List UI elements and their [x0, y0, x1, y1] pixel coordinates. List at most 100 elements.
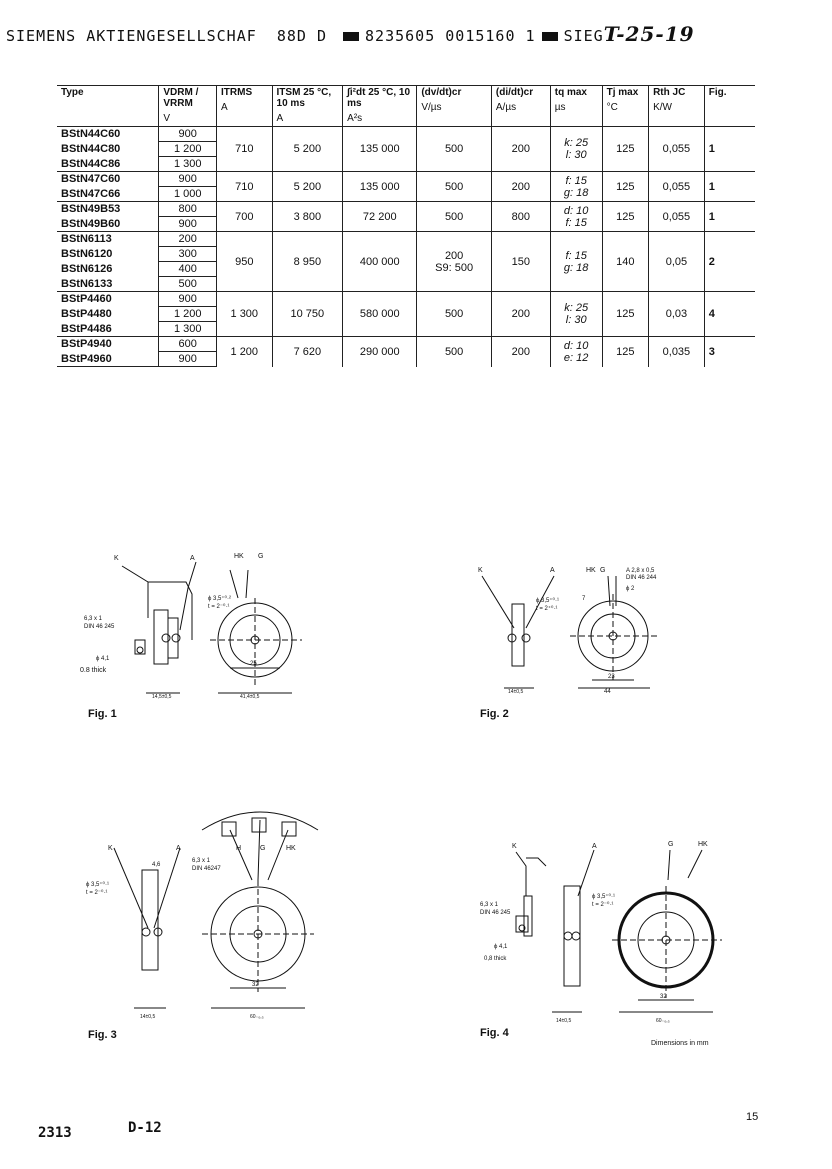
figure-ref-cell: 1	[703, 201, 755, 232]
rth-cell: 0,05	[648, 231, 705, 292]
rth-cell: 0,055	[648, 201, 705, 232]
fig1-din: DIN 46 245	[84, 624, 115, 630]
thyristor-side-body	[153, 609, 169, 665]
rth-cell: 0,035	[648, 336, 705, 367]
dvdt-cell: 500	[416, 201, 492, 232]
tq-value: l: 30	[565, 149, 587, 161]
voltage-cell: 300	[158, 246, 218, 262]
voltage-cell: 400	[158, 261, 218, 277]
figure-3-drawing: K A H G HK 6,3 x 1 DIN 46247 ϕ 3,5⁺⁰·¹ t…	[86, 811, 319, 1020]
fig3-d2: 14±0,5	[140, 1014, 155, 1020]
fig3-d3: 60₋₀,₃	[250, 1014, 264, 1020]
fig2-caption: Fig. 2	[480, 708, 509, 720]
voltage-cell: 500	[158, 276, 218, 292]
voltage-cell: 900	[158, 171, 218, 187]
itsm-cell: 3 800	[271, 201, 343, 232]
tj-cell: 125	[601, 291, 649, 337]
fig2-label-g: G	[600, 567, 605, 574]
didt-cell: 200	[490, 126, 551, 172]
voltage-cell: 1 200	[158, 306, 218, 322]
fig1-d2: 14,5±0,5	[152, 694, 172, 700]
fig1-hole: ϕ 3,5⁺⁰·²	[208, 595, 231, 602]
itsm-cell: 5 200	[271, 126, 343, 172]
header-code: 88D D	[276, 27, 327, 45]
rth-cell: 0,03	[648, 291, 705, 337]
fig4-lug: 6,3 x 1	[480, 902, 499, 908]
didt-cell: 200	[490, 171, 551, 202]
fig2-hole: ϕ 3,5⁺⁰·¹	[536, 597, 559, 604]
column-header-label: Type	[61, 87, 84, 98]
handwritten-code: T-25-19	[603, 22, 695, 46]
dvdt-value: 500	[444, 143, 464, 155]
column-header-unit: µs	[554, 102, 566, 113]
voltage-cell: 800	[158, 201, 218, 217]
header-company: SIEMENS AKTIENGESELLSCHAF	[6, 27, 257, 45]
figure-ref-cell: 4	[703, 291, 755, 337]
column-header-label: (dv/dt)cr	[421, 87, 462, 98]
type-cell: BStP4486	[61, 322, 112, 335]
fig2-phi2: ϕ 2	[626, 586, 635, 592]
fig2-label-a: A	[550, 567, 555, 574]
fig1-thick: 0.8 thick	[80, 667, 107, 674]
column-header-label: Fig.	[708, 87, 727, 98]
fig3-label-hk: HK	[286, 845, 296, 852]
itsm-cell: 8 950	[271, 231, 343, 292]
tq-value: f: 15	[565, 174, 587, 187]
header-number: 8235605 0015160 1	[365, 27, 536, 45]
dvdt-value: 500	[444, 210, 464, 223]
figure-4-drawing: K A G HK 6,3 x 1 DIN 46 245 ϕ 3,5⁺⁰·¹ t …	[480, 841, 722, 1024]
type-cell: BStN47C66	[61, 187, 121, 200]
fig3-label-k: K	[108, 845, 113, 852]
itsm-cell: 7 620	[271, 336, 343, 367]
voltage-cell: 900	[158, 126, 218, 142]
fig3-lug: 6,3 x 1	[192, 858, 211, 864]
column-header-label: VDRM / VRRM	[163, 87, 199, 109]
column-header-label: (di/dt)cr	[495, 87, 534, 98]
i2t-cell: 72 200	[342, 201, 417, 232]
fig1-lug: 6,3 x 1	[84, 616, 103, 622]
black-block-icon	[343, 32, 360, 41]
tq-value: g: 18	[563, 261, 589, 274]
column-header-unit: A	[221, 102, 228, 113]
itrms-cell: 710	[216, 171, 273, 202]
anode-lead	[179, 561, 197, 631]
voltage-cell: 900	[158, 291, 218, 307]
column-header: Type	[57, 85, 159, 127]
type-cell: BStN6120	[61, 247, 113, 260]
page-number: 15	[746, 1111, 759, 1123]
fig2-d3: 44	[604, 689, 611, 695]
dvdt-cell: 500	[416, 171, 492, 202]
fig2-label-k: K	[478, 567, 483, 574]
dvdt-value: 500	[444, 345, 464, 358]
voltage-cell: 1 000	[158, 186, 218, 202]
fig1-d3: 41,4±0,5	[240, 694, 260, 700]
type-cell: BStN44C60	[57, 126, 159, 142]
itrms-cell: 700	[216, 201, 273, 232]
itrms-cell: 950	[216, 231, 273, 292]
type-cell: BStN6113	[57, 231, 159, 247]
i2t-cell: 135 000	[342, 126, 417, 172]
column-header-label: tq max	[554, 87, 587, 98]
dvdt-value: 500	[444, 308, 464, 320]
page-header: SIEMENS AKTIENGESELLSCHAF 88D D 8235605 …	[6, 22, 695, 46]
figure-1-drawing: K A HK G 6,3 x 1 DIN 46 245 ϕ 3,5⁺⁰·² t …	[80, 553, 302, 700]
